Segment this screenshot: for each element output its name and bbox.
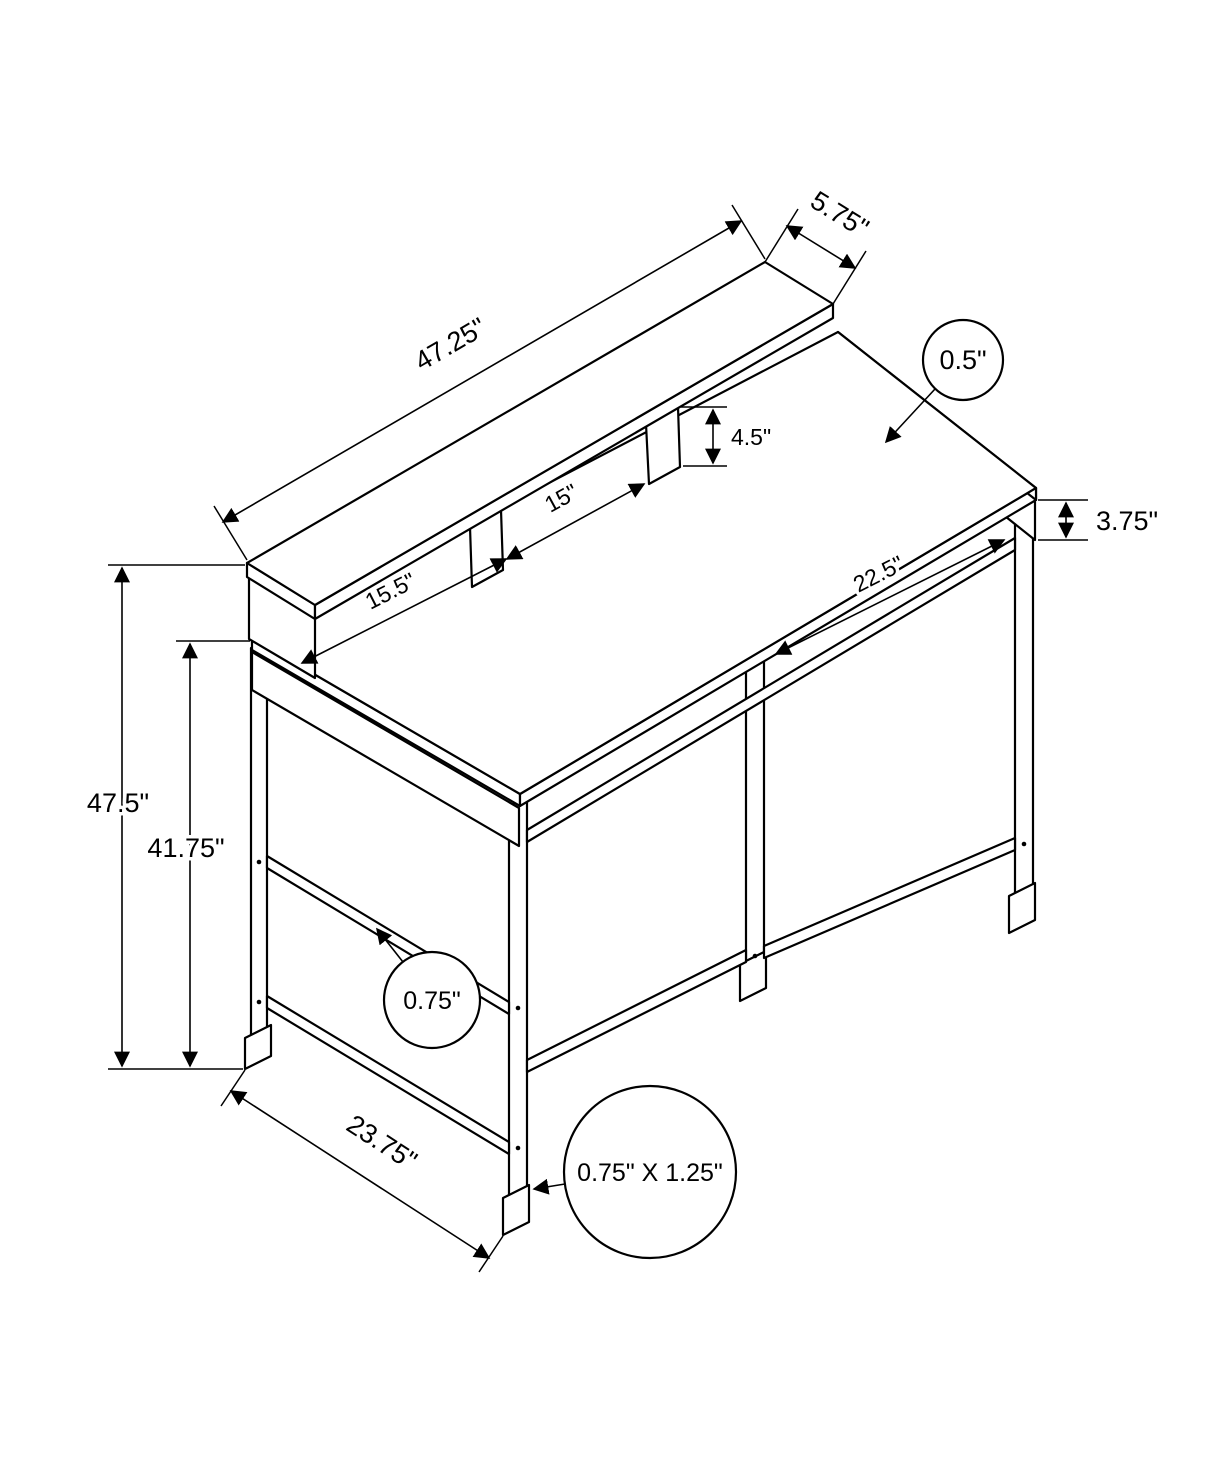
bottom-stretcher-left-to-rear — [525, 948, 748, 1074]
callout-leg-profile-label: 0.75" X 1.25" — [577, 1159, 723, 1187]
callout-top-thickness-label: 0.5" — [939, 345, 986, 375]
front-right-leg — [1007, 495, 1037, 935]
dim-overall-height: 47.5" — [83, 564, 245, 1070]
dim-shelf-length-label: 47.25" — [410, 312, 492, 377]
callout-frame-tube: 0.75" — [376, 927, 482, 1050]
dim-shelf-depth-label: 5.75" — [805, 185, 874, 243]
dim-apron-height: 3.75" — [1038, 499, 1162, 541]
fastener-dots — [256, 841, 1027, 1151]
dim-cubby-height: 4.5" — [681, 406, 775, 467]
dim-desktop-height: 41.75" — [144, 640, 250, 1068]
dim-cubby-height-label: 4.5" — [731, 424, 771, 450]
callout-leg-profile: 0.75" X 1.25" — [532, 1084, 738, 1260]
front-left-leg — [501, 795, 531, 1237]
callout-frame-tube-label: 0.75" — [403, 987, 461, 1015]
dim-side-depth: 23.75" — [220, 1069, 504, 1273]
dim-desktop-height-label: 41.75" — [147, 833, 224, 863]
dim-side-depth-label: 23.75" — [341, 1109, 422, 1176]
dim-apron-height-label: 3.75" — [1096, 506, 1158, 536]
left-apron-rail — [250, 650, 521, 848]
callout-top-thickness: 0.5" — [884, 318, 1005, 444]
dim-overall-height-label: 47.5" — [87, 788, 149, 818]
rear-left-leg — [243, 638, 273, 1071]
bottom-stretcher-rear-to-right — [762, 836, 1017, 960]
